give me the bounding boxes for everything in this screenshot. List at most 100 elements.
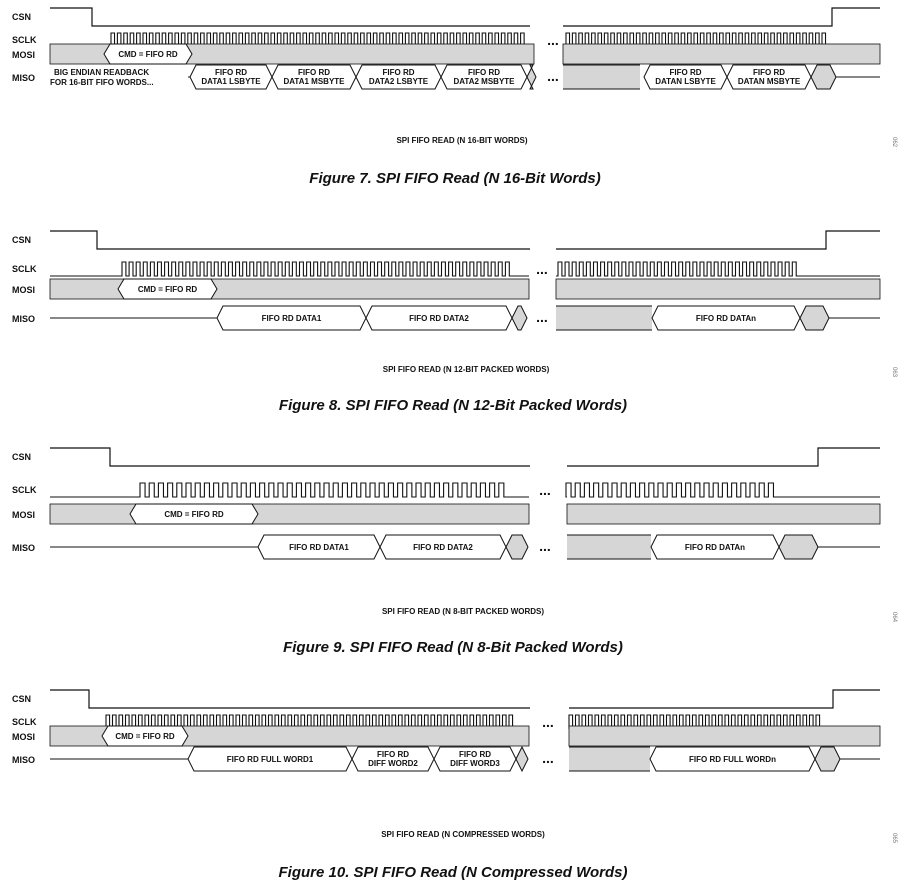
sclk-waveform-left [50, 482, 529, 498]
signal-label-sclk: SCLK [12, 717, 37, 727]
csn-waveform-right [567, 447, 880, 467]
mosi-command-box [101, 725, 189, 747]
miso-gray-gap-left [505, 534, 529, 560]
mosi-command-box [117, 278, 218, 300]
figure-caption: Figure 10. SPI FIFO Read (N Compressed W… [279, 864, 628, 881]
signal-label-mosi: MOSI [12, 285, 35, 295]
figure-caption: Figure 7. SPI FIFO Read (N 16-Bit Words) [309, 170, 600, 187]
miso-segment-label-bottom: DIFF WORD2 [368, 759, 418, 768]
miso-segment-label: FIFO RD DATA1 [289, 543, 349, 552]
signal-label-miso: MISO [12, 73, 35, 83]
miso-segment-label-top: FIFO RD [670, 68, 702, 77]
figure-side-label: 065 [891, 833, 897, 844]
figure-fig10: CSN SCLK MOSI MISO CMD = FIFO RD FIFO RD FULL… [12, 689, 897, 881]
csn-waveform-right [569, 689, 880, 709]
csn-waveform-left [50, 447, 530, 467]
signal-label-miso: MISO [12, 755, 35, 765]
miso-gray-tail [778, 534, 819, 560]
miso-segment-3 [433, 746, 517, 772]
miso-note-backdrop [50, 65, 188, 89]
miso-ellipsis: ... [547, 68, 559, 84]
miso-gray-gap-right [567, 535, 651, 559]
miso-gray-gap-left [511, 305, 528, 331]
miso-segment-3 [650, 534, 780, 560]
mosi-command-label: CMD = FIFO RD [138, 285, 198, 294]
miso-segment-label-bottom: DIFF WORD3 [450, 759, 500, 768]
signal-label-csn: CSN [12, 452, 31, 462]
figure-side-label: 062 [891, 137, 897, 148]
figure-caption: Figure 8. SPI FIFO Read (N 12-Bit Packed… [279, 397, 627, 414]
miso-segment-4 [440, 64, 528, 90]
figure-subtitle: SPI FIFO READ (N COMPRESSED WORDS) [381, 830, 545, 839]
miso-gray-gap-left [515, 745, 529, 773]
miso-note-line-1: BIG ENDIAN READBACK [54, 68, 149, 77]
miso-gray-gap-left [526, 64, 537, 90]
miso-segment-label: FIFO RD FULL WORD1 [227, 755, 314, 764]
miso-gray-tail [810, 64, 837, 90]
sclk-waveform-right [556, 261, 880, 277]
figure-subtitle: SPI FIFO READ (N 12-BIT PACKED WORDS) [383, 365, 550, 374]
figure-subtitle: SPI FIFO READ (N 8-BIT PACKED WORDS) [382, 607, 544, 616]
miso-ellipsis: ... [542, 750, 554, 766]
sclk-waveform-left [50, 714, 529, 730]
mosi-command-box [129, 503, 259, 525]
miso-segment-label: FIFO RD DATA2 [413, 543, 473, 552]
miso-segment-label-top: FIFO RD [459, 750, 491, 759]
signal-label-csn: CSN [12, 235, 31, 245]
miso-segment-label: FIFO RD DATAn [696, 314, 756, 323]
signal-label-sclk: SCLK [12, 485, 37, 495]
miso-segment-label-bottom: DATA1 MSBYTE [283, 77, 345, 86]
csn-waveform-right [556, 230, 880, 250]
signal-label-csn: CSN [12, 12, 31, 22]
miso-gray-tail [814, 746, 841, 772]
miso-segment-label-top: FIFO RD [383, 68, 415, 77]
mosi-bus-right [562, 43, 881, 65]
figure-side-label: 063 [891, 367, 897, 378]
miso-segment-6 [726, 64, 812, 90]
signal-label-mosi: MOSI [12, 50, 35, 60]
figure-caption: Figure 9. SPI FIFO Read (N 8-Bit Packed … [283, 639, 623, 656]
miso-segment-label-top: FIFO RD [753, 68, 785, 77]
miso-segment-label: FIFO RD DATA1 [262, 314, 322, 323]
mosi-bus-right [566, 503, 881, 525]
mosi-bus-right [568, 725, 881, 747]
miso-gray-tail [799, 305, 830, 331]
miso-segment-label: FIFO RD DATAn [685, 543, 745, 552]
miso-gray-gap-right [556, 306, 652, 330]
csn-waveform-left [50, 7, 530, 27]
mosi-bus-right [555, 278, 881, 300]
miso-gray-gap-right [569, 747, 650, 771]
csn-waveform-right [563, 7, 880, 27]
figure-side-label: 064 [891, 612, 897, 623]
signal-label-mosi: MOSI [12, 510, 35, 520]
signal-label-csn: CSN [12, 694, 31, 704]
miso-segment-label-top: FIFO RD [377, 750, 409, 759]
miso-ellipsis: ... [536, 309, 548, 325]
sclk-waveform-right [565, 482, 880, 498]
csn-waveform-left [50, 230, 530, 250]
miso-ellipsis: ... [539, 538, 551, 554]
miso-segment-label-bottom: DATA2 LSBYTE [369, 77, 429, 86]
miso-segment-label-bottom: DATAN LSBYTE [655, 77, 716, 86]
signal-label-sclk: SCLK [12, 264, 37, 274]
mosi-command-label: CMD = FIFO RD [118, 50, 178, 59]
miso-segment-2 [379, 534, 507, 560]
signal-label-mosi: MOSI [12, 732, 35, 742]
miso-gray-gap-right [563, 65, 640, 89]
sclk-ellipsis: ... [547, 32, 559, 48]
miso-segment-3 [651, 305, 801, 331]
miso-segment-label-bottom: DATAN MSBYTE [738, 77, 801, 86]
mosi-command-label: CMD = FIFO RD [115, 732, 175, 741]
sclk-ellipsis: ... [542, 714, 554, 730]
miso-segment-4 [649, 746, 816, 772]
miso-segment-label-bottom: DATA1 LSBYTE [201, 77, 261, 86]
csn-waveform-left [50, 689, 530, 709]
mosi-bus-left [49, 503, 530, 525]
miso-segment-label: FIFO RD FULL WORDn [689, 755, 776, 764]
mosi-command-box [103, 43, 193, 65]
miso-segment-label-bottom: DATA2 MSBYTE [453, 77, 515, 86]
miso-segment-label: FIFO RD DATA2 [409, 314, 469, 323]
